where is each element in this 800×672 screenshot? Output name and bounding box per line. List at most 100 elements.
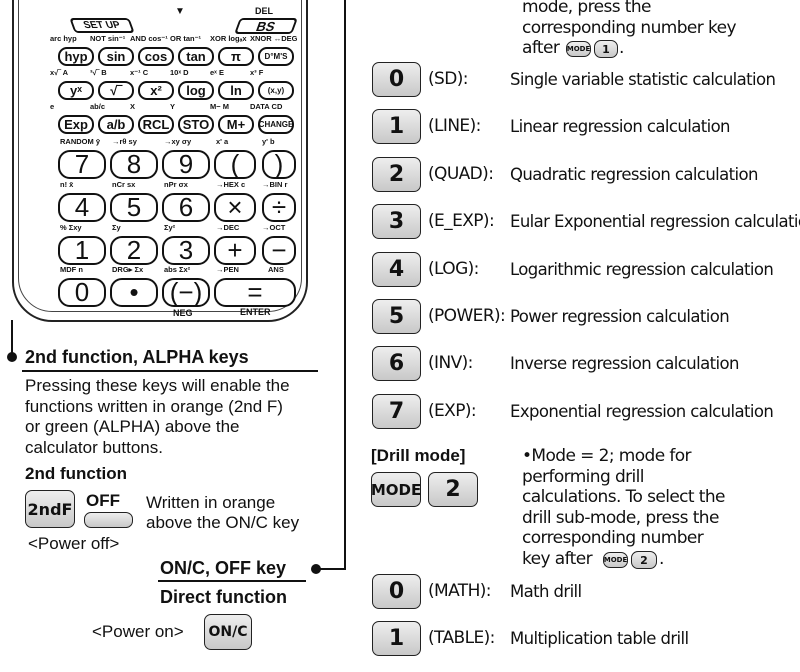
calc-key: a/b — [98, 115, 134, 134]
mode-code: (POWER): — [428, 306, 506, 326]
key-label: RANDOM ȳ — [60, 137, 101, 146]
calc-key: • — [110, 277, 158, 307]
mode-number-key: 1 — [372, 109, 421, 145]
num-key-small: 1 — [594, 40, 618, 58]
key-label: Y — [170, 102, 176, 111]
calc-key: M+ — [218, 115, 254, 134]
mode-description: Logarithmic regression calculation — [510, 259, 774, 279]
drill-number-key: 1 — [372, 621, 421, 656]
key-label: →xy σy — [164, 137, 192, 146]
mode-code: (INV): — [428, 353, 473, 374]
drill-heading: [Drill mode] — [371, 446, 466, 465]
key-label: ab/c — [90, 102, 106, 111]
calc-key: 5 — [110, 192, 158, 222]
onc-key: ON/C — [204, 614, 252, 650]
key-label: DATA CD — [250, 102, 283, 111]
key-label: →PEN — [216, 265, 239, 274]
mode-number-key: 7 — [372, 393, 421, 429]
connector-line — [11, 320, 13, 358]
calc-key: 8 — [110, 149, 158, 179]
key-label: Σy — [112, 223, 121, 232]
mode-description: Power regression calculation — [510, 307, 730, 326]
mode-description: Quadratic regression calculation — [510, 164, 758, 184]
key-label: x⁻¹ C — [130, 68, 149, 77]
key-label: 10ˣ D — [170, 68, 189, 77]
bullet-dot — [311, 564, 321, 574]
mode-description: Eular Exponential regression calculation — [510, 212, 800, 232]
calc-key: 7 — [58, 149, 106, 179]
calc-key: tan — [178, 47, 214, 66]
calc-key: RCL — [138, 115, 174, 134]
mode-number-key: 0 — [372, 62, 421, 97]
calc-key: sin — [98, 47, 134, 66]
key-label: Σy² — [164, 223, 176, 232]
alpha-heading: 2nd function, ALPHA keys — [25, 347, 249, 367]
neg-label: NEG — [173, 308, 193, 318]
mode-code: (EXP): — [428, 400, 477, 421]
calc-key: cos — [138, 47, 174, 66]
2ndf-key: 2ndF — [25, 490, 75, 528]
calculator-body — [12, 0, 308, 322]
calc-key: + — [214, 235, 256, 265]
power-off-label: <Power off> — [28, 534, 120, 553]
calc-key: 0 — [58, 277, 106, 307]
del-label: DEL — [255, 6, 273, 16]
key-label: AND cos⁻¹ — [130, 34, 168, 43]
calc-key: (x,y) — [258, 81, 294, 100]
key-label: eˣ E — [210, 68, 225, 77]
mode-number-key: 5 — [372, 299, 421, 334]
calc-key: 2 — [110, 235, 158, 265]
off-label: OFF — [86, 491, 120, 510]
mode-key-small: MODE — [566, 41, 591, 57]
key-label: →OCT — [262, 223, 286, 232]
num-key: 2 — [428, 472, 478, 507]
key-label: abs Σx² — [164, 265, 191, 274]
key-label: →BIN r — [262, 180, 288, 189]
calc-key: ) — [262, 149, 296, 179]
key-label: n! x̄ — [60, 180, 74, 189]
key-label: →DEC — [216, 223, 240, 232]
paragraph-line: calculator buttons. — [25, 437, 163, 457]
calc-key: yˣ — [58, 81, 94, 100]
down-arrow-icon: ▼ — [175, 6, 185, 17]
mode-code: (E_EXP): — [428, 211, 495, 232]
off-key — [84, 512, 133, 528]
calc-key: π — [218, 47, 254, 66]
key-label: e — [50, 102, 55, 111]
paragraph-line: functions written in orange (2nd F) — [25, 396, 283, 416]
bullet-dot — [7, 352, 17, 362]
paragraph-line: performing drill — [522, 466, 645, 487]
enter-label: ENTER — [240, 307, 271, 317]
calc-key: Exp — [58, 115, 94, 134]
key-label: nPr σx — [164, 180, 188, 189]
mode-description: Single variable statistic calculation — [510, 70, 776, 89]
key-label: % Σxy — [60, 223, 82, 232]
key-label: nCr sx — [112, 180, 136, 189]
key-label: M− M — [210, 102, 229, 111]
calc-key: x² — [138, 81, 174, 100]
key-label: x³ F — [250, 68, 264, 77]
bs-key: BS — [234, 18, 298, 34]
mode-description: Inverse regression calculation — [510, 354, 739, 374]
key-label: ³√‾ B — [90, 68, 107, 77]
mode-code: (SD): — [428, 69, 468, 89]
calc-key: D°M'S — [258, 47, 294, 66]
paragraph-line: calculations. To select the — [522, 487, 726, 508]
mode-description: Linear regression calculation — [510, 117, 731, 137]
mode-number-key: 3 — [372, 204, 421, 240]
key-label: arc hyp — [50, 34, 77, 43]
calc-key: √‾ — [98, 81, 134, 100]
mode-number-key: 6 — [372, 346, 421, 382]
key-label: x' a — [216, 137, 229, 146]
mode-key: MODE — [371, 472, 421, 507]
key-label: XOR logₐx — [210, 34, 247, 43]
key-label: →rθ sy — [112, 137, 137, 146]
calc-key: hyp — [58, 47, 94, 66]
calc-key: ÷ — [262, 192, 296, 222]
key-label: x√‾ A — [50, 68, 69, 77]
power-on-label: <Power on> — [92, 622, 184, 641]
calc-key: = — [214, 277, 296, 307]
paragraph-line: drill sub-mode, press the — [522, 507, 719, 528]
calc-key: ln — [218, 81, 254, 100]
mode-code: (QUAD): — [428, 163, 494, 184]
